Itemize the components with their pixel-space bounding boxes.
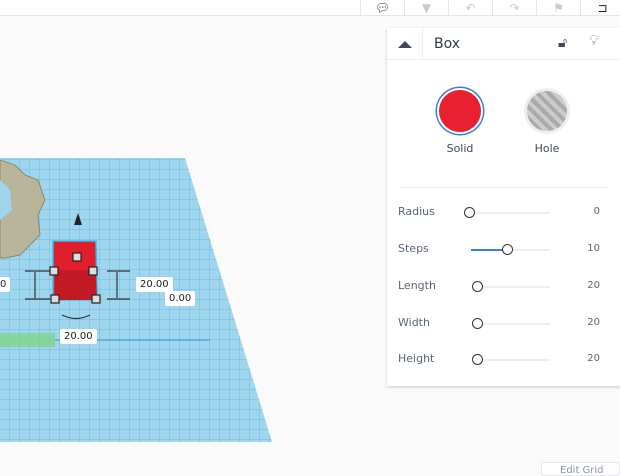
gear-shape <box>0 159 46 259</box>
solid-button[interactable]: Solid <box>420 88 500 155</box>
edit-grid-button[interactable]: Edit Grid <box>541 462 620 476</box>
param-label: Height <box>398 352 435 365</box>
shape-inspector: Box 🔓︎ 💡︎ Solid Hole Radius 0 Steps 10 L… <box>387 28 620 386</box>
radius-slider[interactable] <box>464 207 550 218</box>
flag-icon[interactable]: ⚑ <box>536 0 580 16</box>
workplane-icon[interactable]: ⊐ <box>580 0 620 16</box>
solid-swatch <box>437 88 483 134</box>
toolbar: 💬︎ ▼ ↶ ↷ ⚑ ⊐ <box>0 0 620 16</box>
hole-swatch <box>524 88 570 134</box>
param-label: Radius <box>398 205 435 218</box>
param-height: Height 20 <box>387 350 620 370</box>
bulb-icon[interactable]: ▼ <box>404 0 448 16</box>
height-slider[interactable] <box>472 354 550 365</box>
param-label: Width <box>398 316 430 329</box>
hole-label: Hole <box>534 142 560 155</box>
param-length: Length 20 <box>387 277 620 297</box>
param-value[interactable]: 10 <box>587 243 600 254</box>
slider-thumb[interactable] <box>464 207 475 218</box>
param-value[interactable]: 20 <box>587 353 600 364</box>
param-value[interactable]: 20 <box>587 317 600 328</box>
dim-width[interactable]: 20.00 <box>60 329 97 344</box>
resize-handle <box>72 252 82 262</box>
comment-icon[interactable]: 💬︎ <box>360 0 404 16</box>
dim-height[interactable]: 20.00 <box>136 277 173 292</box>
slider-thumb[interactable] <box>472 281 483 292</box>
param-value[interactable]: 20 <box>587 280 600 291</box>
slider-thumb[interactable] <box>472 354 483 365</box>
dim-elevation[interactable]: 0.00 <box>165 291 196 306</box>
param-value[interactable]: 0 <box>593 206 600 217</box>
slider-thumb[interactable] <box>502 244 513 255</box>
unlock-icon[interactable]: 🔓︎ <box>558 35 568 51</box>
solid-label: Solid <box>446 142 474 155</box>
dim-left[interactable]: 0 <box>0 277 11 292</box>
collapse-button[interactable] <box>387 28 423 60</box>
param-steps: Steps 10 <box>387 240 620 260</box>
bulb-icon[interactable]: 💡︎ <box>589 33 599 49</box>
length-slider[interactable] <box>472 281 550 292</box>
caret-up-icon <box>397 40 412 48</box>
width-slider[interactable] <box>472 318 550 329</box>
green-shape <box>0 333 55 347</box>
redo-icon[interactable]: ↷ <box>492 0 536 16</box>
hole-button[interactable]: Hole <box>507 88 587 155</box>
workplane-canvas[interactable] <box>0 17 620 473</box>
divider <box>399 187 608 188</box>
param-label: Length <box>398 279 436 292</box>
shape-title: Box <box>434 36 461 52</box>
rotate-handle-icon <box>74 213 82 225</box>
slider-thumb[interactable] <box>472 318 483 329</box>
undo-icon[interactable]: ↶ <box>448 0 492 16</box>
param-width: Width 20 <box>387 314 620 334</box>
param-label: Steps <box>398 242 429 255</box>
param-radius: Radius 0 <box>387 203 620 223</box>
steps-slider[interactable] <box>471 244 550 255</box>
